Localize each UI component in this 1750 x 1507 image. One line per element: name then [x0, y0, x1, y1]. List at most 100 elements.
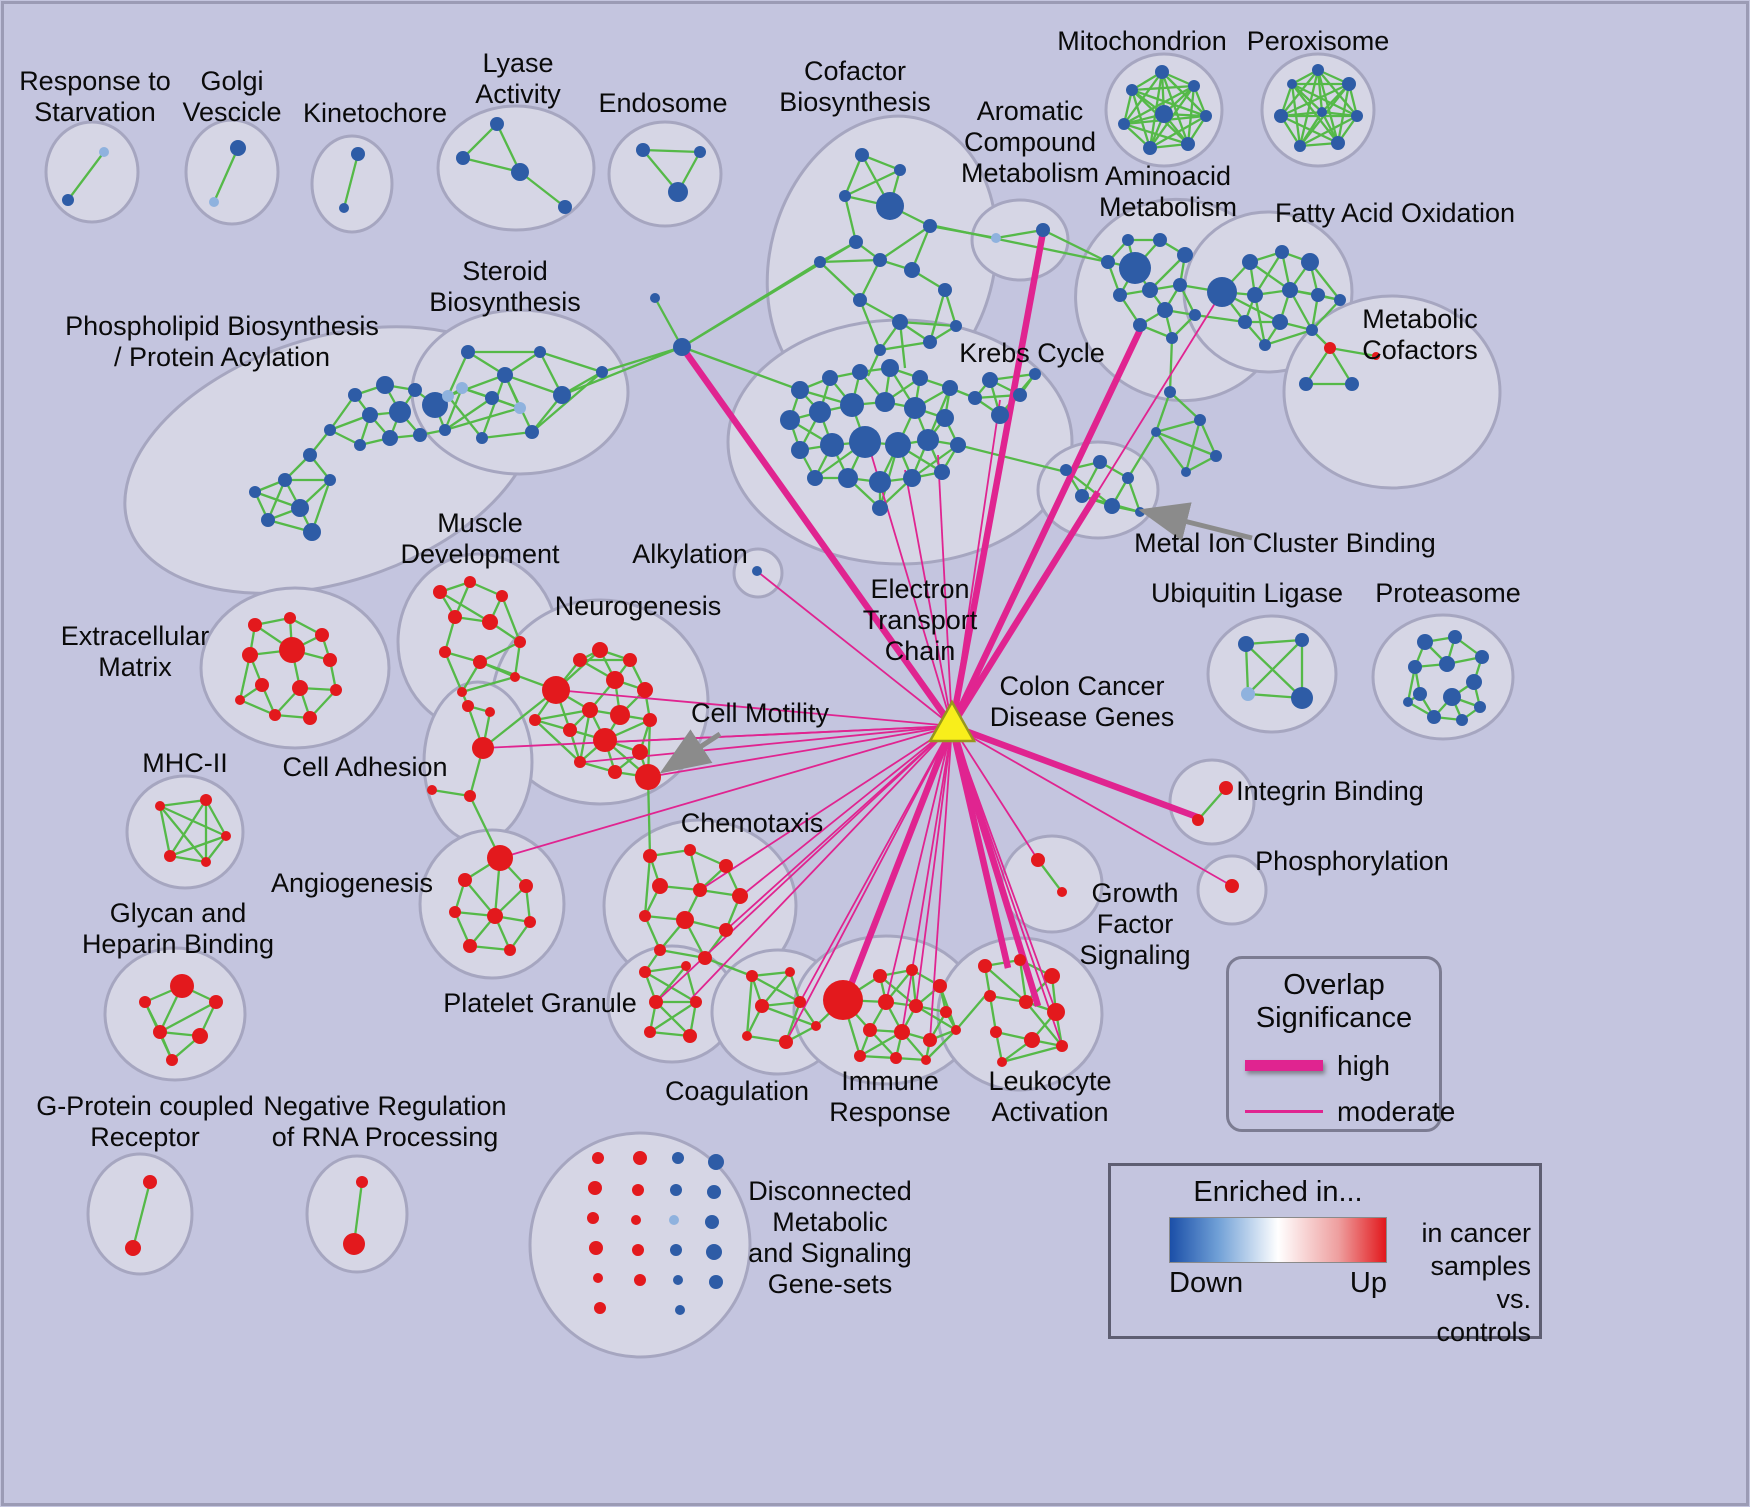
cofactor-biosynthesis-edge [858, 259, 882, 301]
steroid-biosynthesis-node [525, 425, 539, 439]
aminoacid-metabolism-edge [1198, 419, 1218, 457]
fatty-acid-oxidation-edge [1311, 299, 1341, 331]
overlap-edge-moderate [904, 469, 953, 727]
immune-response-edge [859, 1054, 897, 1060]
fatty-acid-oxidation-node [1247, 287, 1263, 303]
electron-transport-chain-node [942, 380, 958, 396]
lyase-activity-node [511, 163, 529, 181]
ubiquitin-ligase-ellipse [1206, 614, 1338, 734]
peroxisome-edge [1317, 69, 1358, 117]
aminoacid-metabolism-node [1166, 332, 1178, 344]
muscle-development-edge [439, 591, 491, 623]
immune-response-edge [859, 1031, 903, 1057]
aminoacid-metabolism-edge [1169, 391, 1201, 421]
glycan-heparin-binding-node [209, 995, 223, 1009]
muscle-development-node [473, 655, 487, 669]
disconnected-gene-sets-node [594, 1302, 606, 1314]
disconnected-gene-sets-node [708, 1154, 724, 1170]
platelet-granule-label: Platelet Granule [443, 988, 637, 1018]
platelet-granule-node [644, 1026, 656, 1038]
steroid-biosynthesis-node [497, 367, 513, 383]
leukocyte-activation-node [1014, 954, 1026, 966]
leukocyte-activation-node [1024, 1032, 1040, 1048]
fatty-acid-oxidation-node [1282, 282, 1298, 298]
disconnected-gene-sets-node [706, 1244, 722, 1260]
fatty-acid-oxidation-node [1306, 324, 1318, 336]
electron-transport-chain-node [950, 437, 966, 453]
metabolic-cofactors-node [1299, 377, 1313, 391]
endosome-node [694, 146, 706, 158]
neurogenesis-node [529, 714, 541, 726]
coagulation-edge [751, 970, 791, 978]
overlap-edge-moderate [499, 725, 953, 859]
intercluster-edge [957, 443, 1067, 474]
chemotaxis-label: Chemotaxis [681, 808, 824, 838]
overlap-edge-moderate [799, 725, 953, 1003]
phospholipid-biosynthesis-node [291, 499, 309, 517]
disconnected-gene-sets-node [675, 1305, 685, 1315]
extracellular-matrix-node [279, 637, 305, 663]
steroid-biosynthesis-node [442, 390, 454, 402]
lyase-activity-edge [519, 171, 566, 208]
chemotaxis-node [698, 951, 712, 965]
kinetochore-ellipse [310, 134, 394, 234]
steroid-biosynthesis-node [461, 345, 475, 359]
leukocyte-activation-node [990, 1026, 1002, 1038]
electron-transport-chain-node [934, 464, 950, 480]
disconnected-gene-sets-node [673, 1275, 683, 1285]
platelet-granule-edge [644, 964, 687, 974]
cofactor-biosynthesis-node [849, 235, 863, 249]
phospholipid-biosynthesis-node [362, 407, 378, 423]
disconnected-gene-sets-node [670, 1244, 682, 1256]
neurogenesis-node [593, 728, 617, 752]
lyase-activity-edge [462, 123, 498, 159]
chemotaxis-node [732, 888, 748, 904]
platelet-granule-edge [644, 971, 697, 1003]
overlap-edge-high [949, 328, 1143, 728]
extracellular-matrix-node [330, 684, 342, 696]
chemotaxis-edge [643, 915, 662, 951]
cofactor-biosynthesis-node [874, 344, 886, 356]
endosome-edge [642, 148, 701, 154]
overlap-edge-moderate [699, 725, 953, 891]
overlap-edge-high [841, 724, 956, 1002]
fatty-acid-oxidation-node [1238, 315, 1252, 329]
chemotaxis-node [639, 910, 651, 922]
immune-response-node [823, 980, 863, 1020]
mitochondrion-node [1181, 137, 1195, 151]
fatty-acid-oxidation-edge [1249, 261, 1291, 291]
cofactor-biosynthesis-node [938, 283, 952, 297]
platelet-granule-node [683, 1029, 697, 1043]
disconnected-gene-sets-node [670, 1184, 682, 1196]
fatty-acid-oxidation-node [1272, 314, 1288, 330]
steroid-biosynthesis-node [476, 432, 488, 444]
muscle-development-node [510, 672, 520, 682]
phosphorylation-label: Phosphorylation [1255, 846, 1449, 876]
aminoacid-metabolism-edge [1155, 418, 1201, 434]
immune-response-node [923, 1033, 937, 1047]
fatty-acid-oxidation-node [1259, 339, 1271, 351]
muscle-development-edge [479, 640, 521, 664]
intercluster-edge [482, 689, 557, 749]
enriched-in-legend: Enriched in... Down Up in cancer samples… [1108, 1163, 1542, 1347]
phospholipid-biosynthesis-node [422, 392, 448, 418]
immune-response-edge [925, 1029, 957, 1061]
lyase-activity-node [558, 200, 572, 214]
chemotaxis-node [719, 859, 733, 873]
proteasome-node [1413, 687, 1427, 701]
integrin-binding-edge [1197, 787, 1227, 821]
muscle-development-node [464, 576, 476, 588]
overlap-edge-moderate [951, 291, 1223, 727]
glycan-heparin-binding-node [166, 1054, 178, 1066]
overlap-edge-moderate [951, 725, 1233, 887]
overlap-legend-title: Overlap Significance [1255, 969, 1413, 1035]
electron-transport-chain-node [869, 471, 891, 493]
steroid-biosynthesis-edge [481, 430, 533, 440]
intercluster-edge [681, 345, 801, 392]
connector-node [673, 338, 691, 356]
mhc-ii-edge [169, 854, 207, 864]
mitochondrion-node [1118, 118, 1130, 130]
cell-adhesion-node [462, 700, 474, 712]
immune-response-node [878, 994, 894, 1010]
